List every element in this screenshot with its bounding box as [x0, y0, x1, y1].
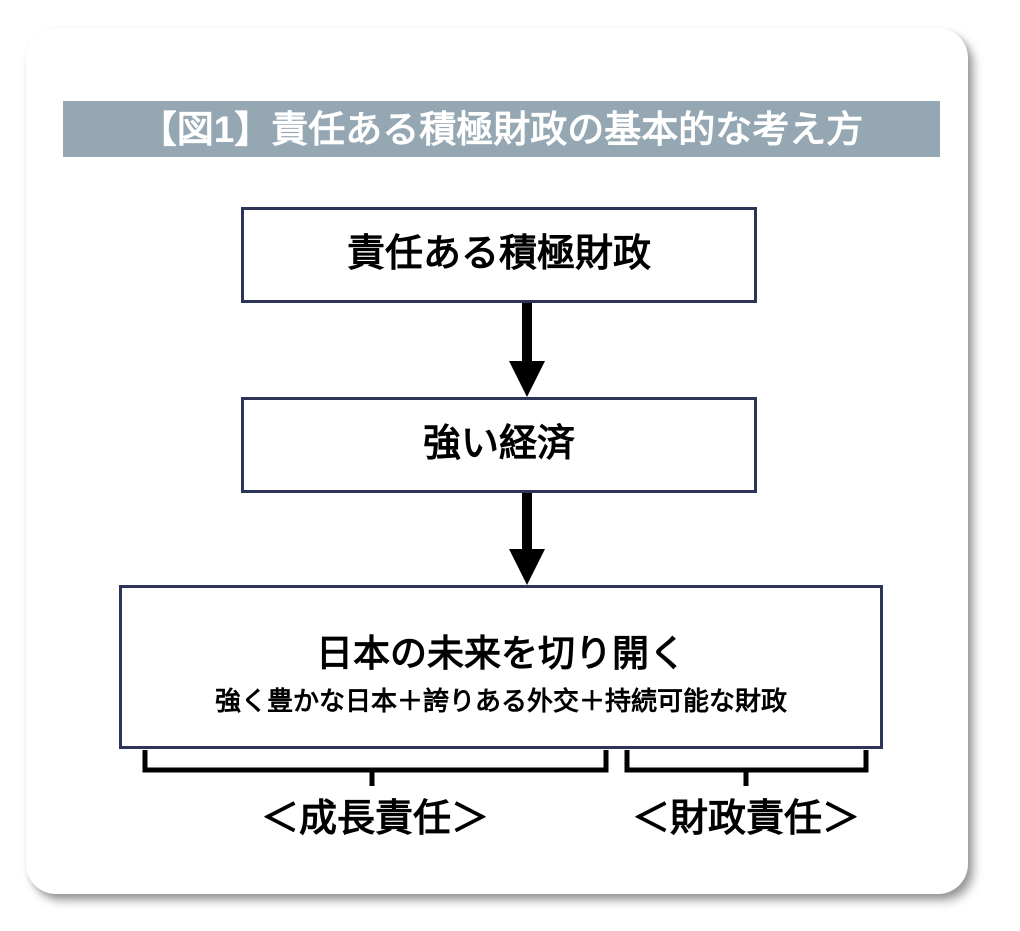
figure-title-band: 【図1】責任ある積極財政の基本的な考え方: [63, 101, 940, 157]
flow-box-responsible-fiscal-policy: 責任ある積極財政: [241, 207, 757, 303]
flow-box-strong-economy: 強い経済: [241, 397, 757, 493]
arrow-down-icon-1: [505, 303, 549, 397]
flow-box-3-label: 日本の未来を切り開く: [316, 632, 686, 674]
flow-box-open-japans-future: 日本の未来を切り開く 強く豊かな日本＋誇りある外交＋持続可能な財政: [119, 585, 883, 749]
brace-growth-icon: [142, 750, 609, 786]
bracket-label-fiscal: ＜財政責任＞: [631, 798, 860, 840]
flow-box-2-label: 強い経済: [422, 423, 575, 466]
figure-title: 【図1】責任ある積極財政の基本的な考え方: [139, 108, 864, 150]
figure-card: 【図1】責任ある積極財政の基本的な考え方 責任ある積極財政 強い経済 日本の: [26, 28, 968, 894]
flow-box-1-label: 責任ある積極財政: [346, 233, 651, 276]
bracket-label-growth: ＜成長責任＞: [260, 798, 489, 840]
brace-fiscal-icon: [624, 750, 869, 786]
arrow-down-icon-2: [505, 493, 549, 585]
flow-box-3-sublabel: 強く豊かな日本＋誇りある外交＋持続可能な財政: [214, 685, 787, 716]
